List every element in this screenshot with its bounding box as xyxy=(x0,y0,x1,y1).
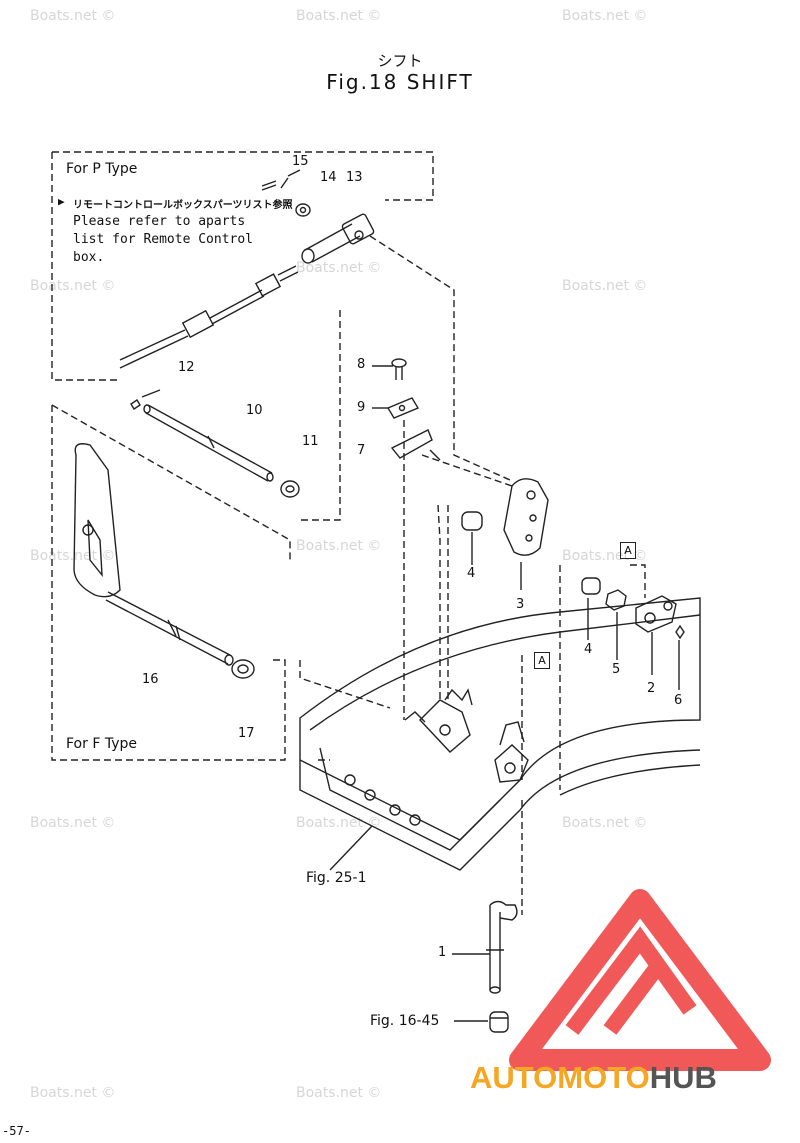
brand-logo xyxy=(509,889,771,1071)
callout-4: 4 xyxy=(467,566,476,581)
page-title-japanese: シフト xyxy=(377,52,423,70)
callout-1: 1 xyxy=(438,945,447,960)
washer-14 xyxy=(295,203,311,217)
watermark: Boats.net © xyxy=(296,260,382,276)
shift-rod-1 xyxy=(486,900,518,994)
f-type-panel-border xyxy=(51,405,286,761)
f-type-panel-border xyxy=(51,404,291,560)
watermark: Boats.net © xyxy=(562,548,648,564)
callout-13: 13 xyxy=(346,170,363,185)
reference-mark-a: A xyxy=(620,542,636,559)
note-japanese: リモートコントロールボックスパーツリスト参照 xyxy=(73,200,293,211)
callout-9: 9 xyxy=(357,400,366,415)
cable-joint-13 xyxy=(301,213,375,264)
bottom-cowling xyxy=(299,597,701,871)
watermark: Boats.net © xyxy=(562,278,648,294)
f-type-label: For F Type xyxy=(66,736,137,752)
figure-reference-16-45: Fig. 16-45 xyxy=(370,1013,440,1029)
page-title: Fig.18 SHIFT xyxy=(326,70,474,94)
watermark: Boats.net © xyxy=(296,538,382,554)
watermark: Boats.net © xyxy=(296,8,382,24)
remote-control-note: Please refer to aparts list for Remote C… xyxy=(73,214,254,265)
shift-lever-16 xyxy=(73,443,234,666)
watermark: Boats.net © xyxy=(30,815,116,831)
bushing-17 xyxy=(231,659,255,679)
clip-12 xyxy=(130,399,141,410)
callout-8: 8 xyxy=(357,357,366,372)
pin-6 xyxy=(675,624,685,640)
remote-control-cable xyxy=(119,265,299,369)
callout-12: 12 xyxy=(178,360,195,375)
shift-arm-3 xyxy=(503,478,549,556)
page-number: -57- xyxy=(2,1124,31,1138)
watermark: Boats.net © xyxy=(296,1085,382,1101)
watermark: Boats.net © xyxy=(296,815,382,831)
callout-17: 17 xyxy=(238,726,255,741)
clip-15 xyxy=(261,180,277,191)
watermark: Boats.net © xyxy=(30,1085,116,1101)
bushing-4 xyxy=(461,511,483,531)
callout-11: 11 xyxy=(302,434,319,449)
callout-5: 5 xyxy=(612,662,621,677)
p-type-label: For P Type xyxy=(66,161,138,177)
callout-4: 4 xyxy=(584,642,593,657)
callout-10: 10 xyxy=(246,403,263,418)
p-type-panel-border xyxy=(52,151,434,201)
callout-15: 15 xyxy=(292,154,309,169)
clamp-7 xyxy=(390,429,433,459)
callout-14: 14 xyxy=(320,170,337,185)
bolt-8 xyxy=(391,358,407,380)
watermark: Boats.net © xyxy=(562,8,648,24)
watermark: Boats.net © xyxy=(562,815,648,831)
shift-rod-10 xyxy=(143,404,274,482)
watermark: Boats.net © xyxy=(30,8,116,24)
callout-2: 2 xyxy=(647,681,656,696)
figure-reference-25-1: Fig. 25-1 xyxy=(306,870,367,886)
callout-3: 3 xyxy=(516,597,525,612)
reference-mark-a: A xyxy=(534,652,550,669)
pointer-triangle-icon: ▶ xyxy=(58,195,65,208)
bushing-4 xyxy=(581,577,601,595)
p-type-panel-border xyxy=(300,310,341,521)
brand-part2: HUB xyxy=(649,1060,717,1095)
brand-wordmark: AUTOMOTOHUB xyxy=(470,1060,717,1096)
grommet xyxy=(489,1011,509,1033)
washer-11 xyxy=(280,480,300,498)
callout-16: 16 xyxy=(142,672,159,687)
shift-joint-2 xyxy=(635,595,677,633)
callout-7: 7 xyxy=(357,443,366,458)
plate-9 xyxy=(386,397,420,419)
brand-part1: AUTOMOTO xyxy=(470,1060,650,1095)
callout-6: 6 xyxy=(674,693,683,708)
